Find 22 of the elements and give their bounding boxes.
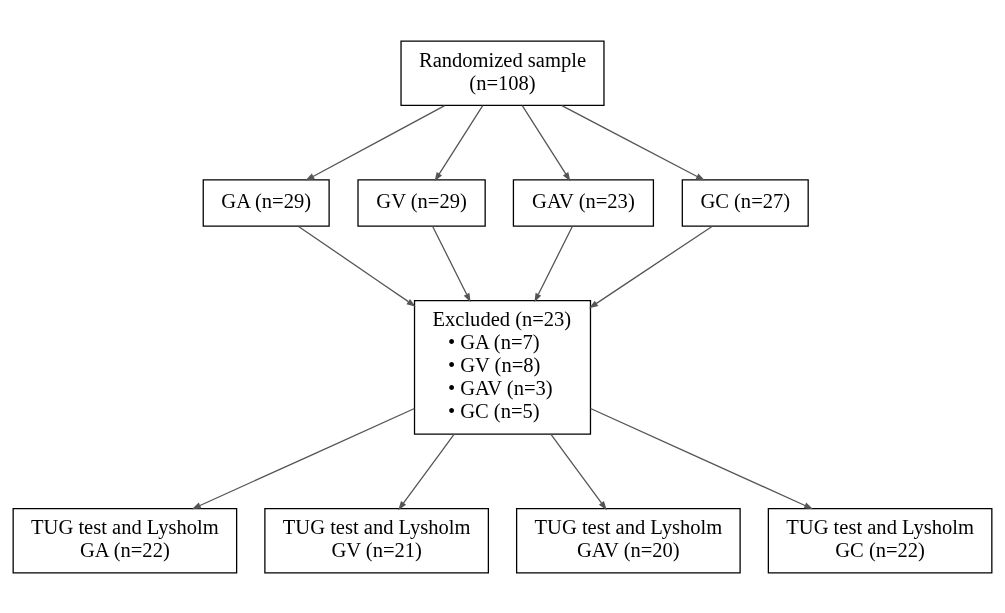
- arrow: [521, 104, 571, 181]
- arrow: [550, 433, 607, 510]
- arrow: [589, 407, 814, 509]
- arrow: [191, 407, 416, 509]
- arrow: [432, 225, 471, 302]
- arrow: [589, 225, 713, 308]
- arrow: [305, 104, 446, 181]
- node-box: TUG test and Lysholm GA (n=22): [12, 507, 238, 573]
- node-box: Randomized sample (n=108): [400, 40, 605, 106]
- node-box: TUG test and Lysholm GV (n=21): [264, 507, 489, 573]
- node-box: GAV (n=23): [512, 178, 655, 227]
- node-box: TUG test and Lysholm GAV (n=20): [516, 507, 741, 573]
- arrow: [561, 104, 705, 181]
- arrow: [398, 433, 455, 510]
- arrow: [534, 225, 573, 302]
- node-box: GA (n=29): [202, 178, 330, 227]
- node-box: TUG test and Lysholm GC (n=22): [767, 507, 993, 573]
- arrow: [297, 225, 416, 307]
- node-box: GC (n=27): [681, 178, 809, 227]
- arrow: [434, 104, 484, 181]
- node-box: Excluded (n=23) • GA (n=7) • GV (n=8) • GAV (n=3) • GC (n=5): [413, 299, 592, 435]
- node-box: GV (n=29): [357, 178, 486, 227]
